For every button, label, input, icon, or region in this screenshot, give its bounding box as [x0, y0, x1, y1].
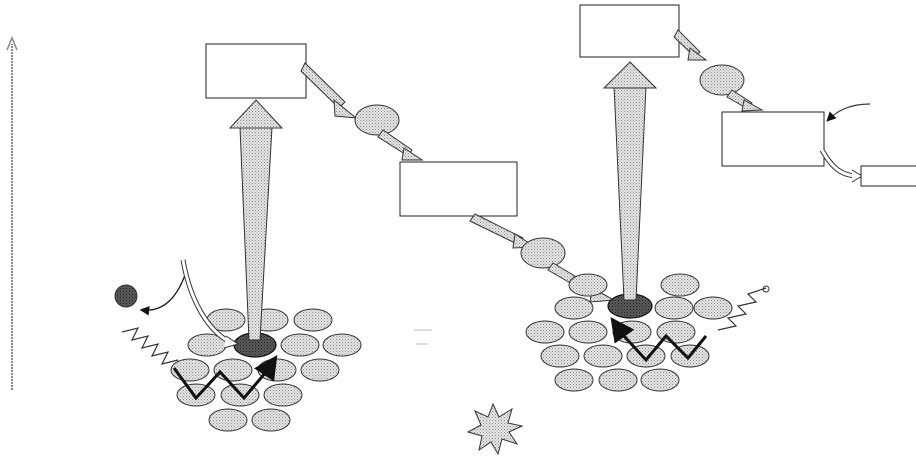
- transfer-arrow-2: [377, 129, 424, 161]
- carrier-1: [354, 104, 400, 136]
- light-burst-icon: [466, 402, 524, 456]
- carrier-2: [520, 237, 566, 269]
- box-3: [579, 4, 680, 58]
- box-5: [860, 165, 916, 187]
- transfer-arrow-1: [300, 62, 358, 119]
- electron-path-icon: [172, 355, 278, 401]
- photon-zigzag-icon-right: [717, 287, 767, 331]
- excitation-beam-right: [602, 61, 658, 301]
- ejected-electron: [114, 284, 138, 308]
- electron-path-icon-right: [610, 317, 708, 363]
- transfer-arrow-5: [673, 29, 708, 61]
- transfer-arrow-6: [726, 89, 764, 112]
- input-arrow-icon: [826, 103, 871, 122]
- carrier-3: [699, 64, 745, 96]
- excitation-beam-left: [228, 99, 284, 341]
- transfer-arrow-3: [469, 213, 537, 249]
- energy-axis-arrow-icon: [6, 36, 18, 390]
- box-2: [399, 161, 518, 217]
- photon-zigzag-icon: [121, 327, 179, 365]
- box-4: [721, 111, 825, 167]
- box-1: [205, 43, 307, 99]
